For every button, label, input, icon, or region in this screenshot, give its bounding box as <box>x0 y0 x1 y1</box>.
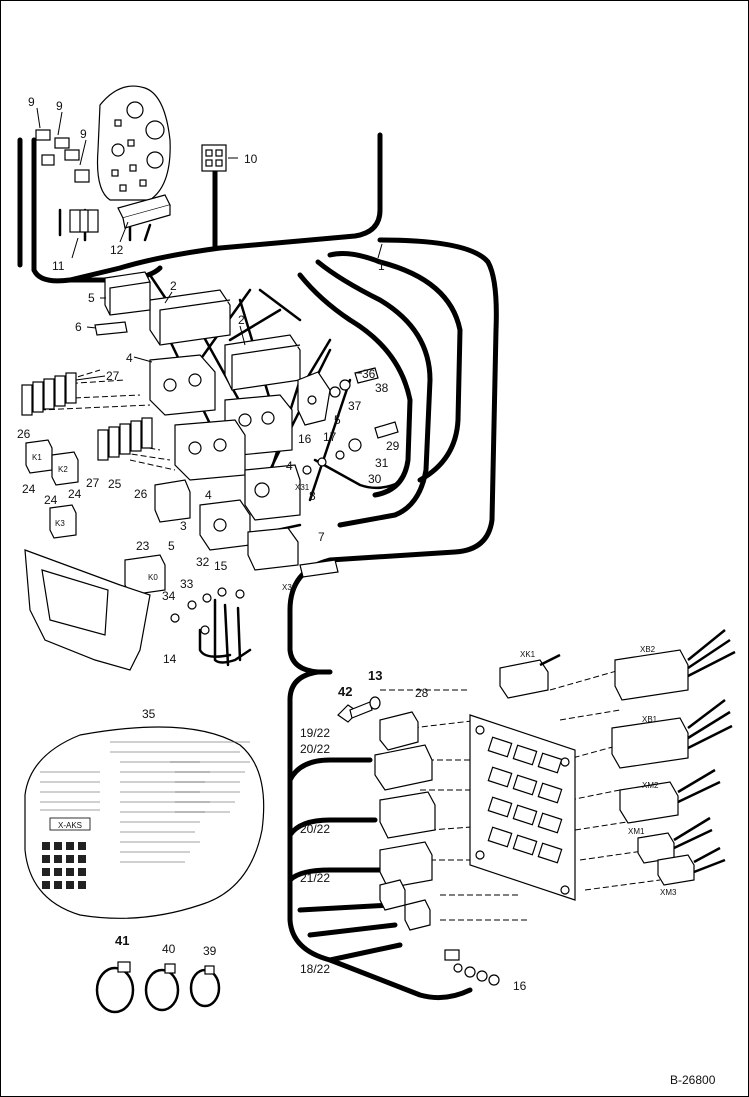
clip-6 <box>94 321 128 336</box>
callout-20-22: 20/22 <box>300 822 330 836</box>
plug-wires <box>539 629 736 874</box>
callout-6: 6 <box>75 320 82 334</box>
callout-5: 5 <box>88 291 95 305</box>
callout-14: 14 <box>163 652 177 666</box>
plugs-9 <box>35 129 90 183</box>
modules-5 <box>104 271 331 523</box>
connector-panel-28 <box>469 714 576 901</box>
clamp-tabs <box>117 961 215 975</box>
callout-12: 12 <box>110 243 124 257</box>
relay-label-k0: K0 <box>148 573 158 582</box>
connectors-right-harness <box>374 711 436 931</box>
callout-11: 11 <box>52 259 65 273</box>
callout-42: 42 <box>338 684 352 699</box>
connector-label-x31: X31 <box>295 483 310 492</box>
callout-37: 37 <box>348 399 362 413</box>
callout-2: 2 <box>170 279 177 293</box>
callout-26: 26 <box>134 487 148 501</box>
remote-plugs <box>499 649 695 886</box>
callout-29: 29 <box>386 439 400 453</box>
diode-blocks <box>21 372 153 461</box>
callout-39: 39 <box>203 944 217 958</box>
callout-24: 24 <box>44 493 58 507</box>
callout-27: 27 <box>106 369 120 383</box>
callout-41: 41 <box>115 933 129 948</box>
connector-10 <box>201 144 227 172</box>
bottom-fasteners-16 <box>444 949 500 986</box>
callout-7: 7 <box>318 530 325 544</box>
component-labels: K1 K2 K3 K0 X31 X30 XK1 XB2 XB1 XM2 XM1 … <box>32 453 677 897</box>
callout-23: 23 <box>136 539 150 553</box>
plug-label-xb2: XB2 <box>640 645 656 654</box>
fasteners <box>170 367 399 635</box>
callout-31: 31 <box>375 456 389 470</box>
relay-label-k1: K1 <box>32 453 42 462</box>
callout-9: 9 <box>80 127 87 141</box>
fuse-relay-blocks <box>149 289 301 571</box>
callout-40: 40 <box>162 942 176 956</box>
callout-5: 5 <box>168 539 175 553</box>
callout-numbers: 9 9 9 10 11 12 1 2 2 5 6 4 27 26 24 24 2… <box>17 95 527 993</box>
bolt-and-washer <box>337 696 381 723</box>
callout-24: 24 <box>22 482 36 496</box>
callout-16: 16 <box>513 979 527 993</box>
connector-12 <box>117 194 171 229</box>
decal-35 <box>24 726 265 919</box>
callout-8: 8 <box>309 489 316 503</box>
plug-label-xm3: XM3 <box>660 888 677 897</box>
callout-5: 5 <box>334 413 341 427</box>
callout-4: 4 <box>205 488 212 502</box>
relay-label-k2: K2 <box>58 465 68 474</box>
callout-18-22: 18/22 <box>300 962 330 976</box>
callout-33: 33 <box>180 577 194 591</box>
connector-11 <box>69 209 99 233</box>
callout-35: 35 <box>142 707 156 721</box>
callout-9: 9 <box>28 95 35 109</box>
hose-clamps <box>95 966 221 1014</box>
plug-label-xk1: XK1 <box>520 650 536 659</box>
decal-box-label: X-AKS <box>58 821 82 830</box>
main-harness-cables <box>17 132 499 1001</box>
callout-1: 1 <box>378 259 385 273</box>
callout-30: 30 <box>368 472 382 486</box>
plug-label-xb1: XB1 <box>642 715 658 724</box>
callout-13: 13 <box>368 668 382 683</box>
callout-2: 2 <box>238 313 245 327</box>
callout-38: 38 <box>375 381 389 395</box>
callout-28: 28 <box>415 686 429 700</box>
instrument-panel <box>96 85 171 201</box>
callout-36: 36 <box>362 367 376 381</box>
bracket-x30 <box>299 559 339 578</box>
callout-4: 4 <box>126 351 133 365</box>
callout-3: 3 <box>180 519 187 533</box>
callout-26: 26 <box>17 427 31 441</box>
plug-label-xm2: XM2 <box>642 781 659 790</box>
connector-label-x30: X30 <box>282 583 297 592</box>
callout-17: 17 <box>323 430 337 444</box>
callout-9: 9 <box>56 99 63 113</box>
callout-4: 4 <box>286 459 293 473</box>
callout-10: 10 <box>244 152 258 166</box>
callout-24: 24 <box>68 487 82 501</box>
callout-19-22: 19/22 <box>300 726 330 740</box>
callout-34: 34 <box>162 589 176 603</box>
callout-20-22: 20/22 <box>300 742 330 756</box>
callout-16: 16 <box>298 432 312 446</box>
callout-21-22: 21/22 <box>300 871 330 885</box>
callout-15: 15 <box>214 559 228 573</box>
plug-label-xm1: XM1 <box>628 827 645 836</box>
callout-leaders <box>36 107 383 381</box>
callout-25: 25 <box>108 477 122 491</box>
document-number: B-26800 <box>670 1073 716 1087</box>
mounting-bracket <box>24 549 151 671</box>
relays <box>25 439 166 596</box>
relay-label-k3: K3 <box>55 519 65 528</box>
callout-27: 27 <box>86 476 100 490</box>
callout-32: 32 <box>196 555 210 569</box>
